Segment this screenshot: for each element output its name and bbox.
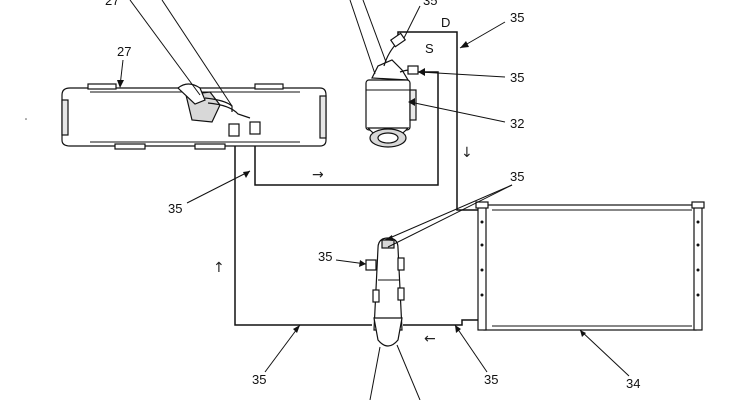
leader-arrowheads (117, 41, 586, 337)
receiver-drier (365, 237, 405, 347)
condenser-mount-dots (480, 220, 700, 297)
callout-compressor-hose: 35 (510, 70, 524, 85)
callout-line-top-right: 35 (510, 10, 524, 25)
liquid-line-condenser (403, 319, 478, 326)
refrigerant-lines (234, 31, 478, 326)
callout-compressor: 32 (510, 116, 524, 131)
callout-condenser-fitting: 35 (510, 169, 524, 184)
callout-line-bottom-left: 35 (252, 372, 266, 387)
flow-arrow-right: → (312, 167, 324, 183)
callout-suction-label: S (425, 41, 434, 56)
leader-lines (119, 0, 630, 400)
evaporator-core (61, 83, 327, 150)
flow-arrow-left: ← (424, 331, 436, 347)
liquid-line-evaporator (234, 138, 372, 326)
callout-line-bottom-right: 35 (484, 372, 498, 387)
suction-line (254, 71, 439, 186)
callout-evaporator: 27 (117, 44, 131, 59)
callout-accumulator-fitting: 35 (318, 249, 332, 264)
callout-evaporator-top: 27 (105, 0, 119, 8)
condenser (475, 201, 705, 331)
callout-condenser: 34 (626, 376, 640, 391)
expansion-valve (177, 83, 251, 123)
flow-arrow-up: ↑ (213, 260, 225, 276)
callout-compressor-fitting: 35 (423, 0, 437, 8)
evaporator-outlet-fitting (249, 121, 261, 135)
stray-dot (25, 118, 27, 120)
evaporator-inlet-fitting (228, 123, 240, 137)
callout-suction-line: 35 (168, 201, 182, 216)
compressor (365, 32, 419, 148)
flow-arrow-down: ↓ (461, 145, 473, 161)
callout-discharge-label: D (441, 15, 450, 30)
